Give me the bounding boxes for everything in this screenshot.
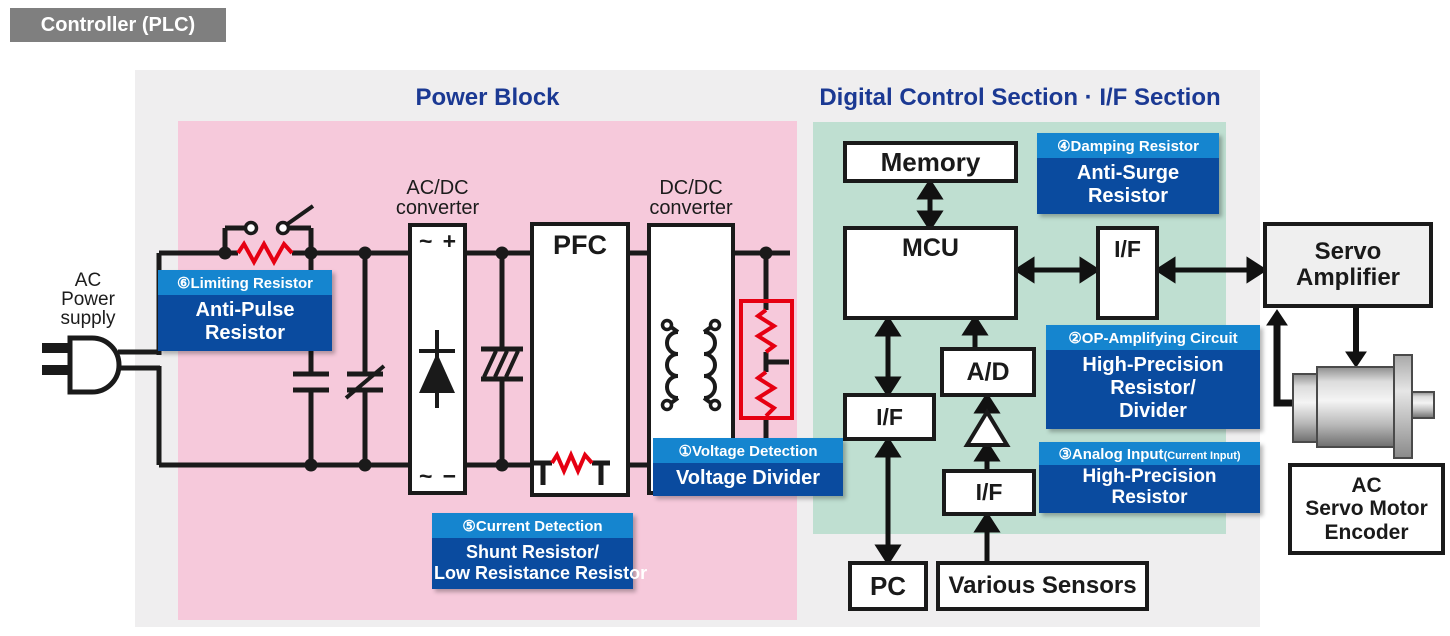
ac-power-supply-label: AC Power supply — [60, 270, 116, 329]
acdc-converter-box: ~ + ~ − — [408, 223, 467, 495]
motor-illustration — [1292, 354, 1435, 459]
if-bottom-box: I/F — [942, 469, 1036, 516]
servo-amplifier-box: Servo Amplifier — [1263, 222, 1433, 308]
circled-number: ④ — [1057, 138, 1071, 155]
callout-damping-resistor: ④Damping Resistor Anti-Surge Resistor — [1037, 133, 1219, 214]
if-right-box: I/F — [1096, 226, 1159, 320]
circled-number: ① — [678, 443, 692, 460]
power-block-title: Power Block — [415, 84, 560, 111]
callout-current-detection: ⑤Current Detection Shunt Resistor/ Low R… — [432, 513, 647, 590]
memory-box: Memory — [843, 141, 1018, 183]
controller-plc-badge: Controller (PLC) — [10, 8, 226, 42]
callout-op-amplifying-circuit: ②OP-Amplifying Circuit High-Precision Re… — [1046, 325, 1260, 429]
ad-converter-box: A/D — [940, 347, 1036, 397]
callout-limiting-resistor: ⑥Limiting Resistor Anti-Pulse Resistor — [158, 270, 332, 351]
circled-number: ③ — [1058, 446, 1072, 463]
plug-icon — [42, 335, 122, 395]
ac-servo-motor-encoder-box: AC Servo Motor Encoder — [1288, 463, 1445, 555]
digital-section-title: Digital Control Section · I/F Section — [819, 84, 1221, 111]
dcdc-converter-label: DC/DC converter — [649, 177, 733, 219]
mcu-box: MCU — [843, 226, 1018, 320]
callout-analog-input: ③Analog Input(Current Input) High-Precis… — [1039, 442, 1260, 513]
callout-voltage-detection: ①Voltage Detection Voltage Divider — [653, 438, 843, 496]
if-left-box: I/F — [843, 393, 936, 441]
servo-motor-arrows — [1266, 308, 1367, 407]
circled-number: ⑥ — [177, 275, 191, 292]
acdc-converter-label: AC/DC converter — [395, 177, 480, 219]
pfc-box: PFC — [530, 222, 630, 497]
circled-number: ② — [1068, 330, 1082, 347]
pc-box: PC — [848, 561, 928, 611]
various-sensors-box: Various Sensors — [936, 561, 1149, 611]
circled-number: ⑤ — [462, 518, 476, 535]
